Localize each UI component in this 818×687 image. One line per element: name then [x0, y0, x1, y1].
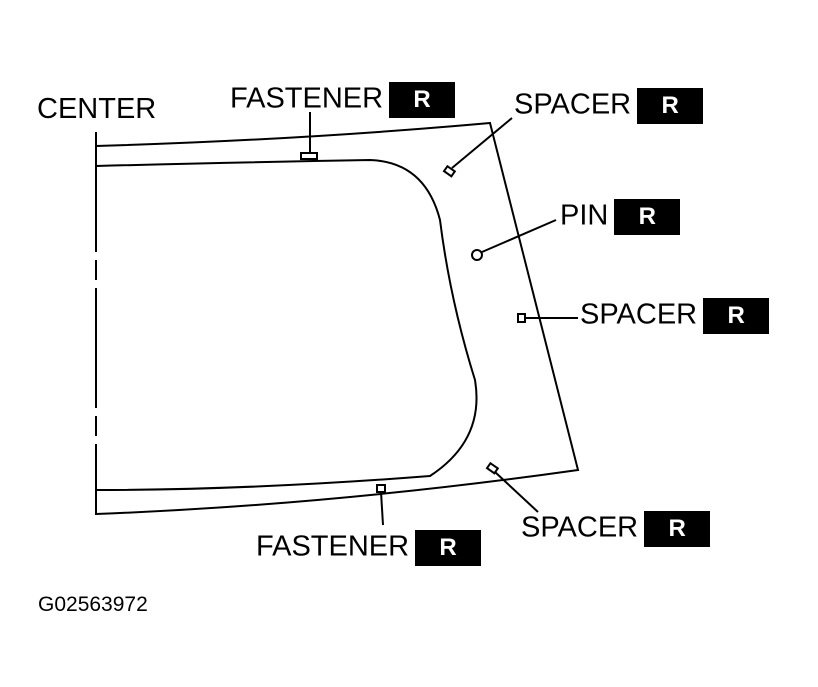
glass-inner [95, 158, 478, 491]
figure-code: G02563972 [38, 593, 148, 616]
r-badge: R [703, 298, 770, 334]
spacer-top-mark [442, 164, 457, 178]
r-badge: R [389, 82, 456, 118]
center-label: CENTER [37, 93, 157, 125]
glass-outline [95, 121, 580, 515]
spacer-mid-mark [517, 313, 526, 323]
r-badge: R [614, 199, 681, 235]
r-badge: R [415, 530, 482, 566]
spacer-bottom-mark [485, 461, 500, 475]
fastener-top-mark [300, 152, 318, 160]
r-badge: R [644, 511, 711, 547]
r-badge: R [637, 88, 704, 124]
fastener-bottom-mark [376, 484, 386, 493]
pin-mark [471, 249, 483, 261]
